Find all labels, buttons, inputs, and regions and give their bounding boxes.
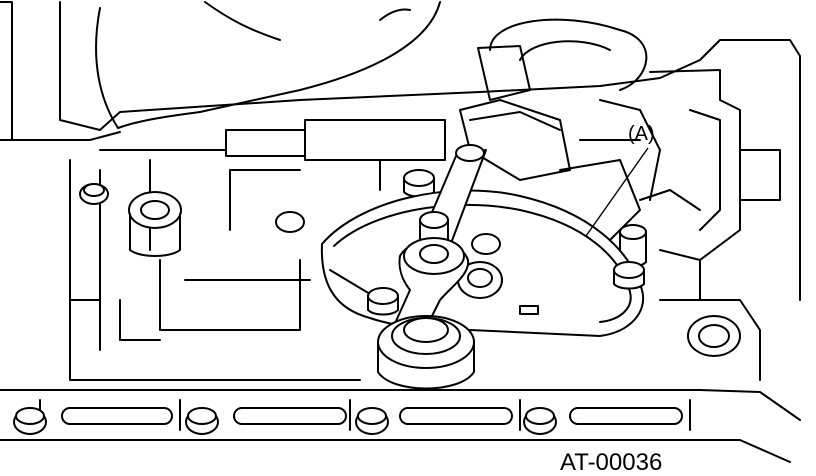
callout-label: (A) <box>628 123 655 145</box>
figure-id: AT-00036 <box>560 449 662 476</box>
detent-cover-plate <box>320 189 645 337</box>
manual-lever <box>377 144 487 390</box>
valve-body-casing <box>0 1 801 463</box>
rail-bolts <box>13 407 557 435</box>
callout-a: (A) <box>585 123 655 237</box>
